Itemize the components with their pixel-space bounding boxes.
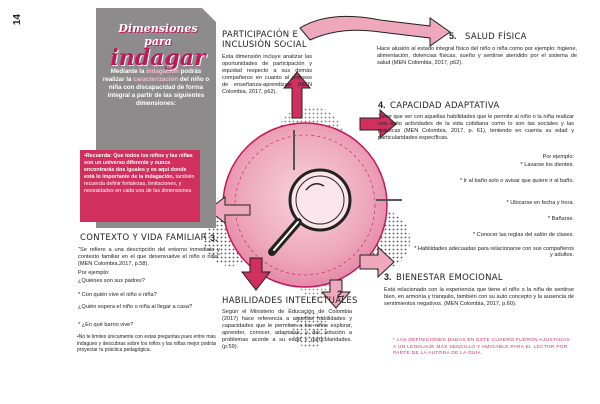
list-item: * Conocer las reglas del salón de clases… — [472, 232, 574, 238]
number-habilidades: 2. — [337, 289, 345, 299]
ejemplo-label-contexto: Por ejemplo: — [78, 270, 110, 276]
list-item: * Con quién vive el niño o niña? — [78, 292, 157, 298]
heading-capacidad: Capacidad adaptativa — [390, 101, 500, 111]
heading-contexto: Contexto y vida familiar — [80, 233, 207, 243]
dots-pattern-5 — [292, 312, 328, 348]
text-bienestar: Está relacionado con la experiencia que … — [384, 287, 574, 307]
number-participacion: 1. — [283, 34, 291, 44]
heading-bienestar: Bienestar emocional — [396, 273, 503, 283]
number-contexto: 3. — [210, 233, 218, 243]
recuerda-box: •Recuerda: Que todos los niños y las niñ… — [80, 150, 200, 222]
text-salud: Hace alusión al estado integral físico d… — [377, 46, 577, 66]
number-capacidad: 4. — [378, 100, 386, 110]
arrow-icon-right-2 — [359, 108, 397, 140]
list-item: ¿Quiénes son sus padres? — [78, 278, 145, 284]
list-item: * Habilidades adecuadas para relacionars… — [414, 246, 574, 258]
text-capacidad: Tiene que ver con aquellas habilidades q… — [378, 114, 574, 141]
heading-salud: Salud física — [465, 32, 527, 42]
list-item: * Ubicarse en fecha y hora. — [506, 200, 574, 206]
list-item: ¿Quién espera el niño o niña al llegar a… — [78, 304, 193, 310]
text-contexto: "Se refiere a una descripción del entorn… — [78, 247, 220, 267]
number-salud: 5. — [449, 31, 457, 41]
arrow-icon-left — [207, 195, 251, 225]
number-bienestar: 3. — [384, 272, 392, 282]
heading-participacion: Participación einclusión social — [222, 30, 307, 50]
title-big: indagar — [110, 45, 206, 71]
ejemplo-label-capacidad: Por ejemplo: — [542, 154, 574, 160]
text-habilidades: Según el Ministerio de Educación de Colo… — [222, 309, 352, 350]
title-small: Dimensiones para — [118, 22, 198, 48]
arrow-icon-right-3 — [359, 245, 395, 279]
arrow-icon-up — [282, 71, 312, 119]
heading-habilidades: Habilidades intelectuales — [222, 296, 358, 306]
list-item: * Ir al baño solo o avisar que quiere ir… — [459, 178, 574, 184]
list-item: * Bañarse. — [547, 216, 574, 222]
magnifier-icon — [268, 168, 352, 256]
list-item: * ¿En qué barrio vive? — [78, 322, 134, 328]
note-contexto: •No te limites únicamente con estas preg… — [77, 334, 217, 353]
arrow-icon-down-2 — [320, 279, 352, 309]
arrow-icon-right — [299, 15, 451, 47]
disclaimer: * Las definiciones dadas en este cuadro … — [393, 338, 570, 356]
intro-text: Mediante la indagación podrás realizar l… — [102, 68, 210, 107]
text-participacion: Esta dimensión incluye analizar las opor… — [222, 54, 312, 95]
title-block: Dimensiones para indagar — [104, 22, 212, 71]
list-item: * Lavarse los dientes. — [520, 162, 574, 168]
arrow-icon-down — [240, 257, 272, 291]
